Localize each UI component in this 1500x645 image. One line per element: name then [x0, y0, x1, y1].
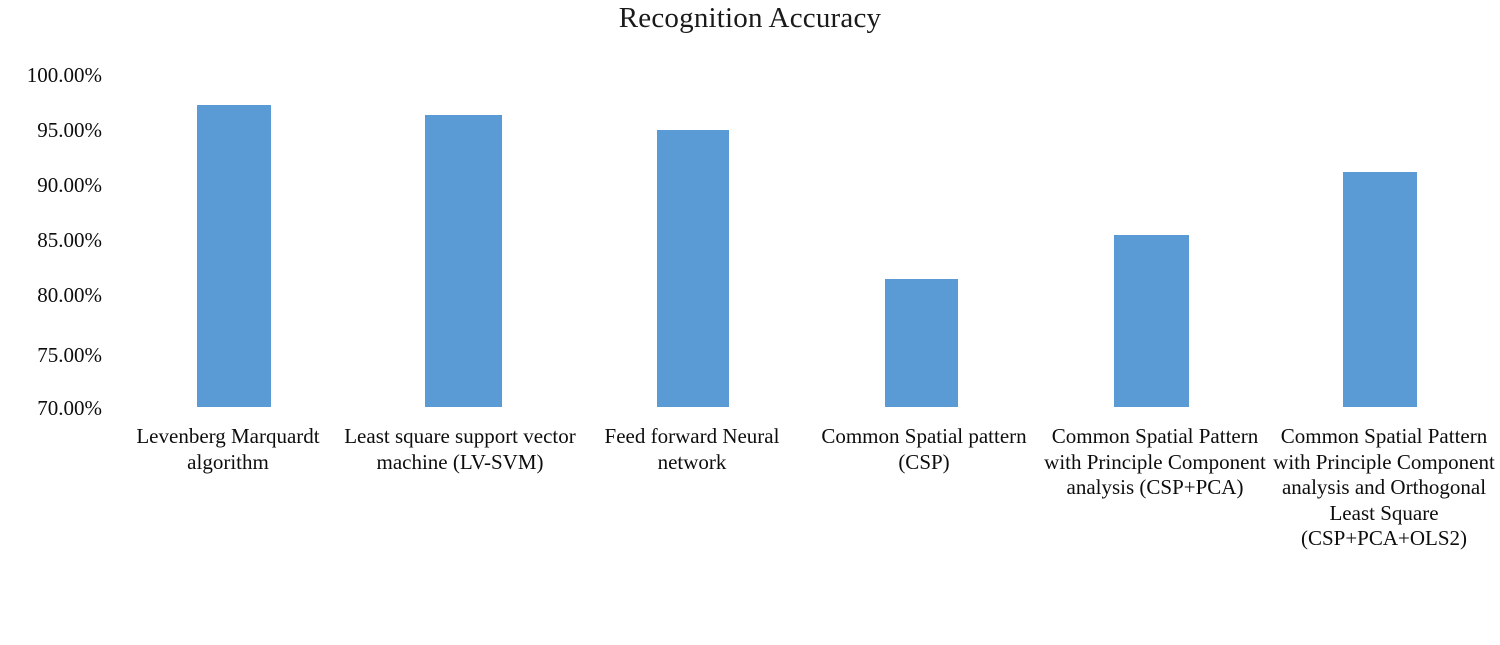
bar-feed-forward-neural-network[interactable]	[657, 130, 729, 407]
chart-title: Recognition Accuracy	[618, 2, 882, 34]
category-label-2: Feed forward Neural network	[604, 424, 780, 474]
category-label-0: Levenberg Marquardt algorithm	[136, 424, 320, 474]
y-tick-label-80: 80.00%	[37, 283, 102, 307]
bar-csp-pca[interactable]	[1114, 234, 1189, 407]
y-tick-label-70: 70.00%	[37, 396, 102, 420]
bar-levenberg-marquardt-algorithm[interactable]	[197, 104, 271, 407]
category-label-3: Common Spatial pattern (CSP)	[821, 424, 1027, 474]
y-tick-label-100: 100.00%	[26, 63, 102, 87]
category-label-4: Common Spatial Pattern with Principle Co…	[1044, 424, 1266, 499]
bar-least-square-support-vector-machine[interactable]	[425, 114, 502, 407]
category-label-1: Least square support vector machine (LV-…	[344, 424, 576, 474]
y-tick-label-90: 90.00%	[37, 173, 102, 197]
bar-csp-pca-ols2[interactable]	[1343, 171, 1417, 407]
y-tick-label-75: 75.00%	[37, 343, 102, 367]
y-axis: 100.00% 95.00% 90.00% 85.00% 80.00% 75.0…	[0, 60, 102, 420]
bar-common-spatial-pattern[interactable]	[885, 279, 958, 407]
y-tick-label-85: 85.00%	[37, 228, 102, 252]
y-tick-label-95: 95.00%	[37, 118, 102, 142]
category-label-5: Common Spatial Pattern with Principle Co…	[1273, 424, 1495, 550]
